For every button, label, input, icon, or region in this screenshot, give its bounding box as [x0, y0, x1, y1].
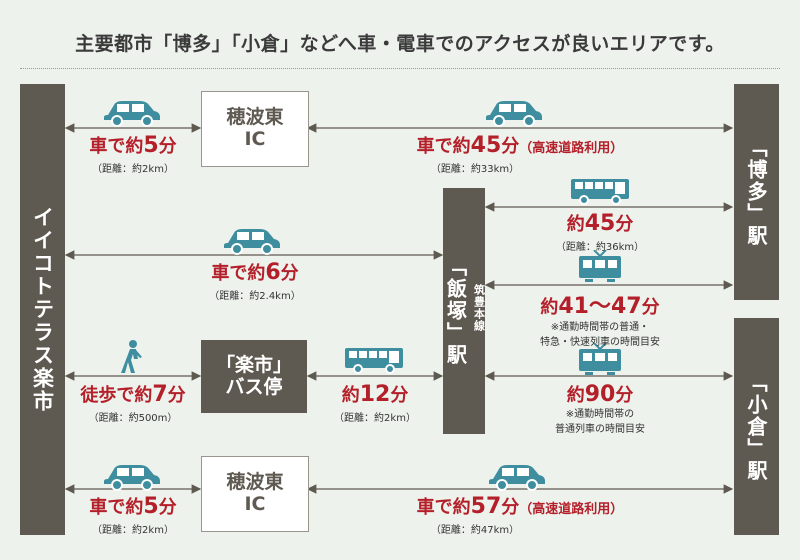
route-mode: 車で約 [89, 497, 144, 518]
route-time: 57 [470, 494, 502, 519]
bus-stop-line2: バス停 [225, 375, 283, 398]
ic-bottom-line2: IC [244, 493, 266, 515]
ic-top-box: 穂波東 IC [201, 91, 309, 167]
route-time: 90 [584, 382, 616, 407]
route-time: 41〜47 [558, 294, 642, 319]
car-icon [104, 101, 160, 127]
car-icon [104, 465, 160, 491]
kokura-station-bar: 「小倉」駅 [734, 318, 779, 535]
route-bus-iizuka: 約12分 （距離：約2km） [310, 381, 440, 424]
hakata-station-bar: 「博多」駅 [734, 84, 779, 300]
route-unit: 分 [615, 385, 634, 406]
route-walk-bus-stop: 徒歩で約7分 （距離：約500m） [66, 381, 200, 424]
route-note-line1: ※通勤時間帯の普通・ [550, 322, 650, 333]
route-distance: （距離：約33km） [430, 164, 520, 175]
title-divider [20, 68, 780, 69]
bus-stop-box: 「楽市」 バス停 [201, 340, 307, 413]
train-icon [579, 343, 621, 375]
route-unit: 分 [641, 297, 660, 318]
bus-stop-line1: 「楽市」 [215, 353, 292, 376]
route-train-kokura: 約90分 ※通勤時間帯の 普通列車の時間目安 [525, 381, 675, 437]
iizuka-station-label: 「飯塚」駅 [443, 256, 468, 366]
route-car-ic-bottom: 車で約5分 （距離：約2km） [66, 493, 200, 536]
diagram-title: 主要都市「博多」「小倉」などへ車・電車でのアクセスが良いエリアです。 [75, 33, 725, 55]
route-train-hakata: 約41〜47分 ※通勤時間帯の普通・ 特急・快速列車の時間目安 [515, 288, 685, 350]
route-distance: （距離：約36km） [555, 242, 645, 253]
ic-top-line2: IC [244, 128, 266, 150]
route-note-line2: 普通列車の時間目安 [555, 424, 645, 435]
route-note: （高速道路利用） [519, 502, 624, 517]
route-ic-top-hakata: 車で約45分（高速道路利用） （距離：約33km） [330, 132, 710, 175]
kokura-station-label: 「小倉」駅 [744, 371, 768, 482]
route-mode: 約 [341, 385, 360, 406]
bus-icon [571, 179, 629, 205]
iizuka-station-bar: 筑豊本線 「飯塚」駅 [443, 188, 486, 434]
ic-bottom-line1: 穂波東 [226, 471, 284, 494]
car-icon [224, 229, 280, 255]
route-time: 7 [152, 382, 168, 407]
route-unit: 分 [501, 136, 520, 157]
route-time: 45 [470, 133, 502, 158]
route-mode: 徒歩で約 [80, 385, 153, 406]
route-mode: 約 [566, 214, 585, 235]
route-unit: 分 [158, 136, 177, 157]
route-mode: 車で約 [416, 497, 471, 518]
origin-label: イイコトテラス楽市 [30, 206, 55, 413]
route-note-line2: 特急・快速列車の時間目安 [540, 337, 660, 348]
route-unit: 分 [158, 497, 177, 518]
route-bus-hakata: 約45分 （距離：約36km） [530, 210, 670, 253]
route-car-iizuka: 車で約6分 （距離：約2.4km） [180, 259, 330, 302]
route-distance: （距離：約500m） [88, 413, 178, 424]
hakata-station-label: 「博多」駅 [744, 137, 768, 247]
walker-icon [121, 340, 142, 373]
route-time: 6 [265, 260, 281, 285]
route-mode: 車で約 [211, 263, 266, 284]
route-unit: 分 [615, 214, 634, 235]
route-distance: （距離：約2km） [92, 525, 174, 536]
route-mode: 約 [540, 297, 559, 318]
route-distance: （距離：約2km） [92, 164, 174, 175]
route-time: 5 [143, 494, 159, 519]
route-time: 5 [143, 133, 159, 158]
iizuka-line-label: 筑豊本線 [472, 284, 486, 332]
route-time: 12 [359, 382, 391, 407]
route-mode: 約 [566, 385, 585, 406]
route-distance: （距離：約47km） [430, 525, 520, 536]
route-unit: 分 [501, 497, 520, 518]
origin-bar: イイコトテラス楽市 [20, 84, 65, 535]
ic-bottom-box: 穂波東 IC [201, 456, 309, 532]
route-car-ic-top: 車で約5分 （距離：約2km） [66, 132, 200, 175]
route-distance: （距離：約2km） [334, 413, 416, 424]
bus-icon [345, 348, 403, 374]
route-unit: 分 [280, 263, 299, 284]
route-note: （高速道路利用） [519, 141, 624, 156]
route-note-line1: ※通勤時間帯の [565, 409, 635, 420]
train-icon [579, 250, 621, 282]
car-icon [486, 101, 542, 127]
car-icon [489, 465, 545, 491]
route-mode: 車で約 [89, 136, 144, 157]
route-unit: 分 [390, 385, 409, 406]
route-mode: 車で約 [416, 136, 471, 157]
route-unit: 分 [167, 385, 186, 406]
ic-top-line1: 穂波東 [226, 106, 284, 129]
route-time: 45 [584, 211, 616, 236]
route-ic-bottom-kokura: 車で約57分（高速道路利用） （距離：約47km） [330, 493, 710, 536]
route-distance: （距離：約2.4km） [209, 291, 301, 302]
